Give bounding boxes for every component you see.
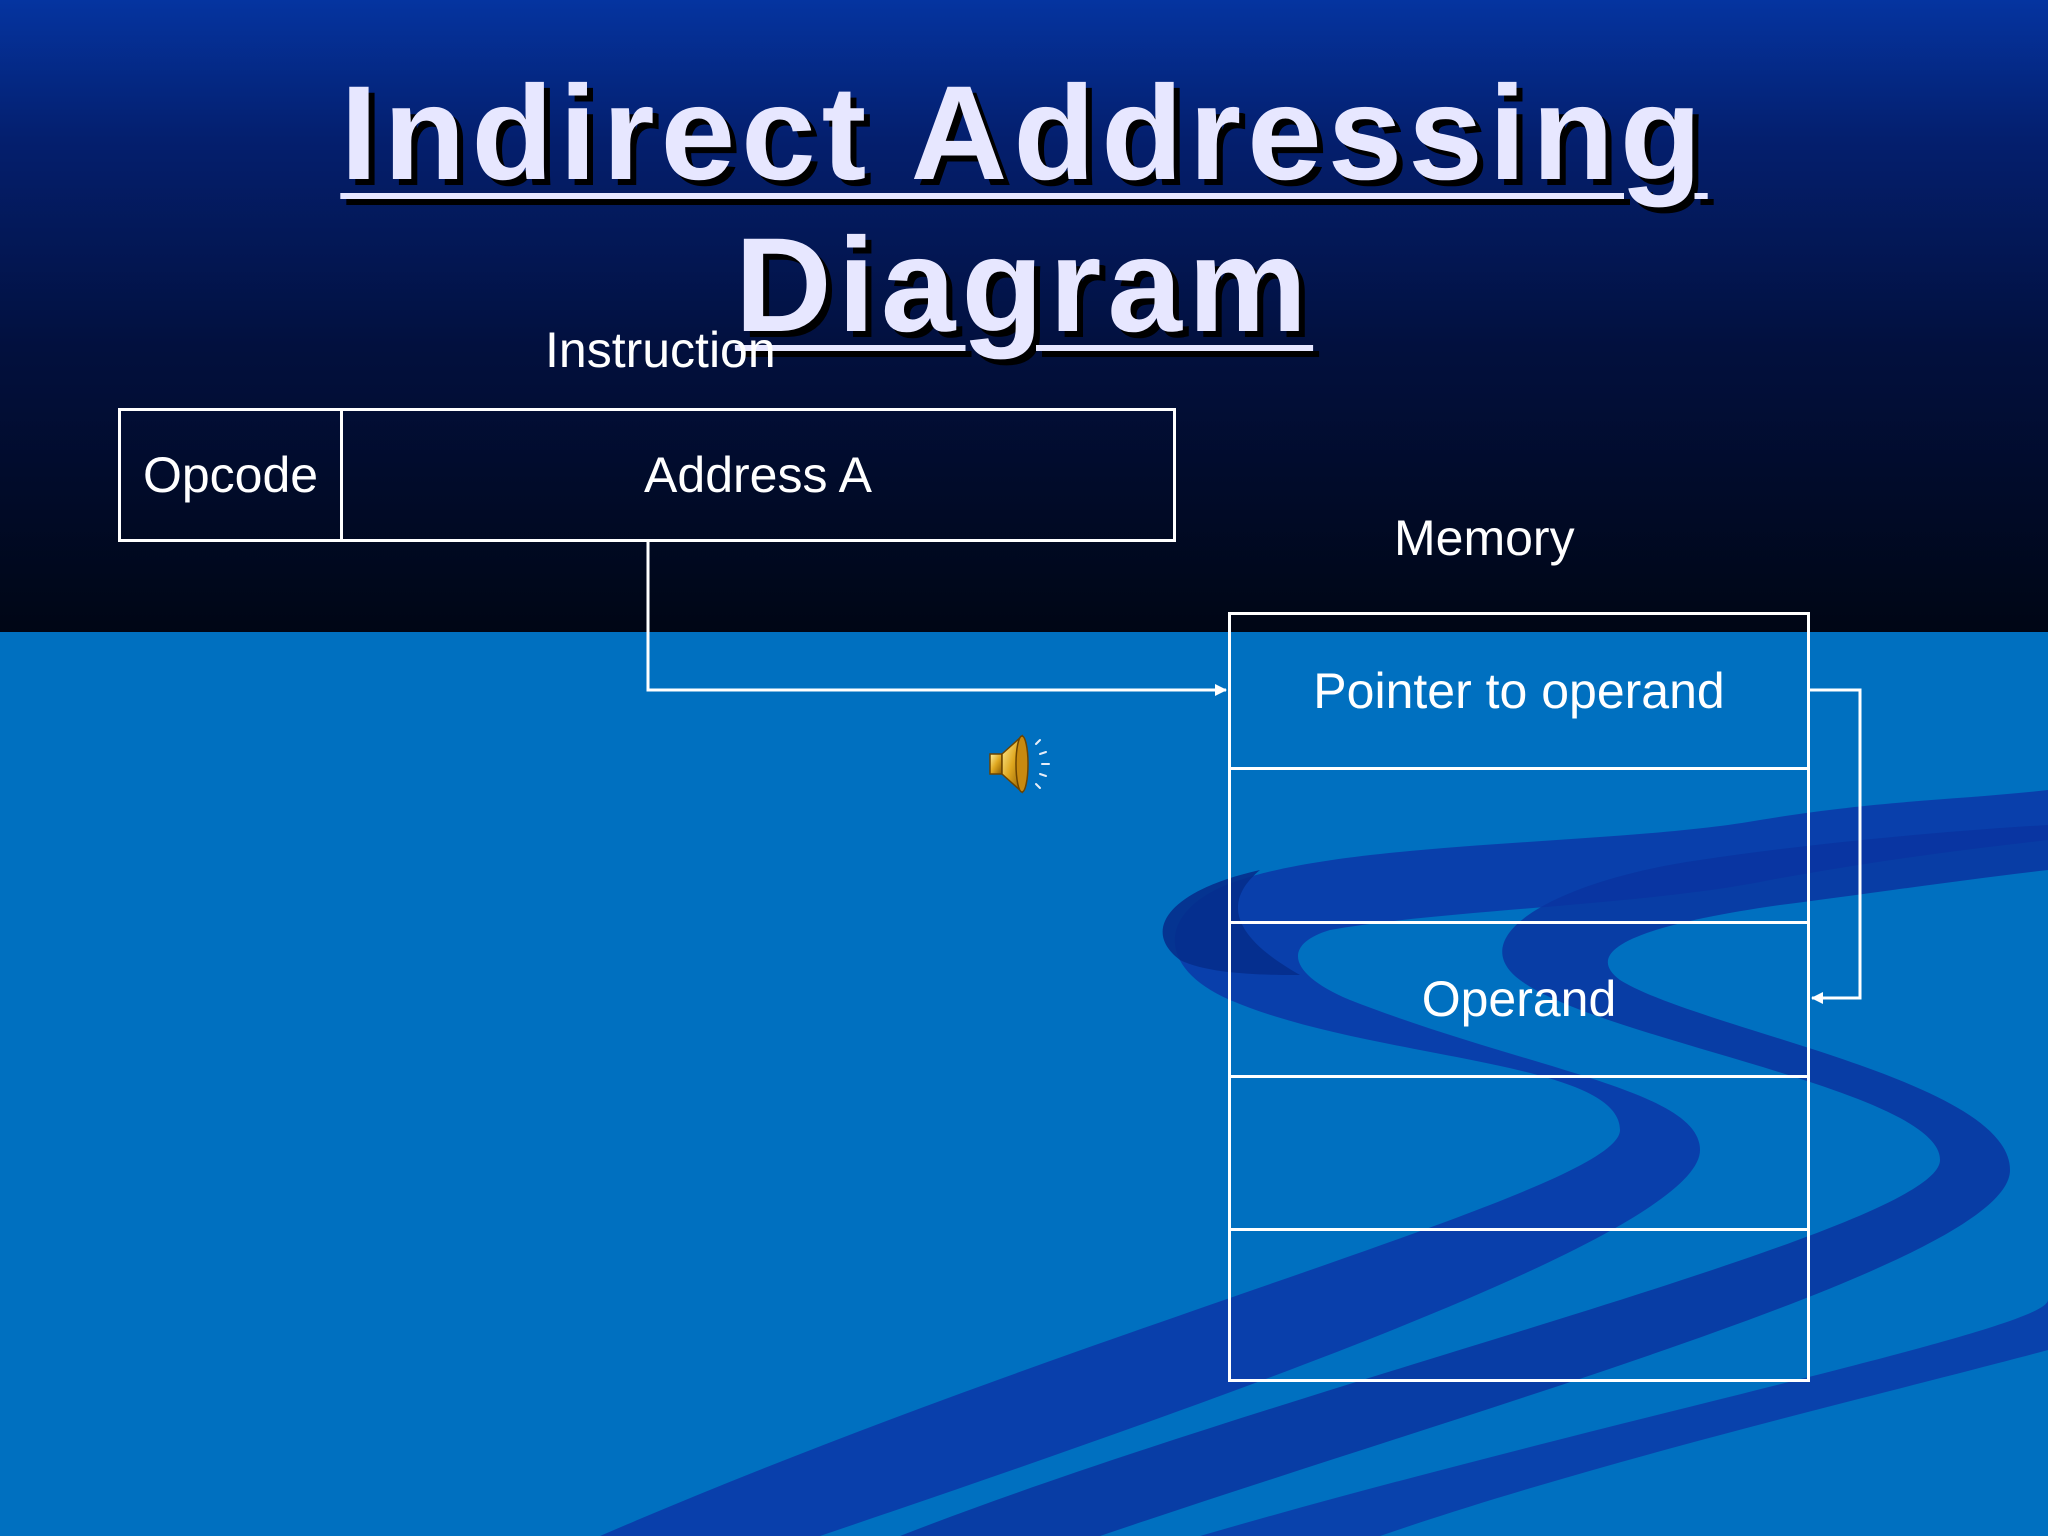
swoosh-ribbon-inner bbox=[900, 825, 2048, 1536]
slide-title: Indirect Addressing Diagram bbox=[224, 58, 1824, 362]
opcode-field: Opcode bbox=[121, 411, 343, 539]
memory-cell-empty bbox=[1231, 770, 1807, 922]
address-field: Address A bbox=[644, 447, 872, 503]
slide-title-line-1: Indirect Addressing bbox=[340, 59, 1708, 208]
memory-divider bbox=[1231, 921, 1807, 924]
memory-divider bbox=[1231, 767, 1807, 770]
memory-cell-empty bbox=[1231, 1231, 1807, 1379]
instruction-box: Opcode Address A bbox=[118, 408, 1176, 542]
speaker-icon[interactable] bbox=[986, 730, 1056, 798]
swoosh-ribbon-lower bbox=[1200, 1300, 2048, 1536]
instruction-label: Instruction bbox=[545, 322, 776, 378]
memory-divider bbox=[1231, 1228, 1807, 1231]
memory-cell-pointer: Pointer to operand bbox=[1313, 663, 1725, 719]
memory-box: Pointer to operand Operand bbox=[1228, 612, 1810, 1382]
memory-label: Memory bbox=[1394, 510, 1575, 566]
slide-title-line-2: Diagram bbox=[734, 211, 1314, 360]
memory-cell-empty bbox=[1231, 1078, 1807, 1228]
memory-divider bbox=[1231, 1075, 1807, 1078]
memory-cell-operand: Operand bbox=[1421, 971, 1617, 1027]
